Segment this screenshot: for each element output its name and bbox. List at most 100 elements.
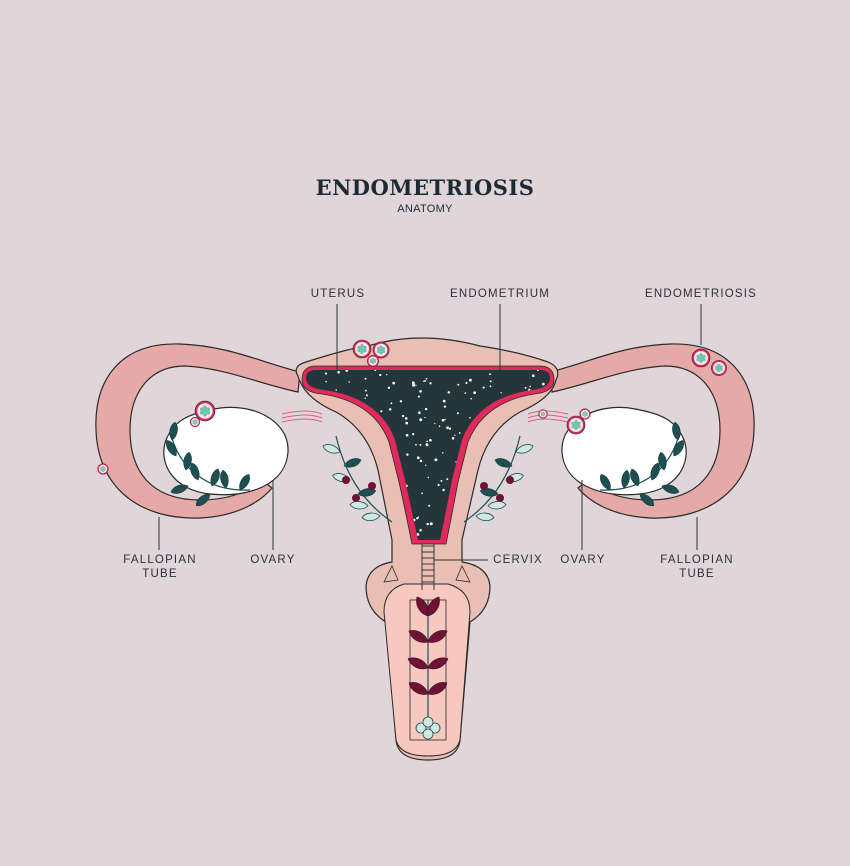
speckle	[425, 464, 427, 466]
speckle	[429, 438, 432, 442]
speckle	[531, 476, 535, 480]
speckle	[539, 472, 542, 475]
speckle	[367, 474, 370, 477]
speckle	[438, 425, 441, 427]
speckle	[328, 500, 332, 504]
speckle	[536, 370, 539, 372]
speckle	[489, 385, 492, 388]
speckle	[392, 381, 396, 385]
fallopian-tube-right	[549, 343, 755, 519]
speckle	[451, 437, 455, 440]
speckle	[419, 443, 422, 446]
hexagon-cell-cluster-icon	[97, 463, 109, 475]
speckle	[380, 410, 383, 413]
speckle	[346, 504, 349, 507]
speckle	[429, 382, 432, 385]
speckle	[364, 444, 367, 447]
speckle	[306, 430, 309, 433]
speckle	[360, 464, 363, 468]
speckle	[434, 458, 438, 462]
speckle	[334, 421, 337, 424]
speckle	[335, 389, 337, 391]
speckle	[429, 522, 433, 526]
speckle	[390, 402, 393, 405]
leader-lines	[158, 304, 702, 561]
speckle	[405, 433, 409, 437]
speckle	[424, 379, 427, 382]
label-ovary-right: OVARY	[560, 554, 606, 566]
speckle	[364, 397, 366, 400]
speckle	[424, 416, 426, 419]
speckle	[322, 440, 324, 442]
label-cervix: CERVIX	[493, 554, 543, 566]
speckle	[310, 424, 313, 426]
speckle	[351, 440, 354, 443]
speckle	[492, 452, 494, 455]
speckle	[521, 530, 524, 533]
speckle	[541, 382, 545, 386]
speckle	[455, 461, 457, 463]
speckle	[487, 510, 491, 514]
ovarian-ligament-left	[281, 410, 323, 423]
speckle	[448, 427, 452, 430]
speckle	[342, 488, 345, 492]
speckle	[477, 499, 481, 503]
speckle	[335, 492, 339, 496]
speckle	[539, 444, 542, 446]
speckle	[488, 522, 491, 526]
speckle	[417, 516, 420, 518]
speckle	[365, 389, 367, 392]
speckle	[529, 385, 531, 388]
speckle	[324, 372, 328, 375]
speckle	[367, 473, 370, 476]
speckle	[426, 444, 429, 447]
speckle	[480, 477, 482, 480]
speckle	[381, 509, 385, 513]
speckle	[427, 476, 430, 479]
speckle	[325, 380, 327, 383]
speckle	[316, 528, 320, 532]
uterine-cavity	[306, 370, 550, 540]
speckle	[374, 370, 377, 372]
speckle	[306, 535, 309, 538]
canal-leaf-sprig	[405, 594, 451, 740]
speckle	[415, 384, 417, 386]
speckle	[379, 373, 382, 377]
speckle	[412, 383, 416, 387]
speckle	[324, 526, 327, 529]
speckle	[531, 374, 535, 378]
speckle	[524, 463, 527, 466]
speckle	[521, 427, 524, 430]
speckle	[488, 526, 491, 529]
speckle	[489, 373, 492, 376]
speckle	[481, 468, 485, 472]
speckle	[524, 386, 527, 389]
speckle	[507, 512, 510, 515]
speckle	[524, 414, 526, 416]
speckle	[375, 474, 378, 477]
speckle	[426, 440, 428, 443]
speckle	[442, 399, 446, 403]
speckle	[426, 522, 429, 526]
speckle	[416, 517, 419, 520]
speckle	[546, 476, 549, 480]
label-uterus: UTERUS	[310, 288, 366, 300]
speckle	[425, 377, 428, 380]
cervix-lip-left	[383, 565, 399, 583]
speckle	[359, 435, 362, 437]
label-ovary-left: OVARY	[250, 554, 296, 566]
speckle	[419, 529, 422, 532]
speckle	[405, 421, 409, 425]
vaginal-canal	[383, 583, 471, 757]
speckle	[370, 498, 374, 502]
speckle	[476, 499, 478, 501]
uterus-body	[295, 337, 559, 761]
speckle	[404, 417, 408, 420]
speckle	[345, 370, 349, 372]
speckle	[324, 518, 327, 521]
speckle	[339, 432, 342, 436]
speckle	[416, 533, 420, 536]
speckle	[418, 411, 421, 415]
speckle	[309, 503, 311, 506]
speckle	[329, 493, 331, 496]
